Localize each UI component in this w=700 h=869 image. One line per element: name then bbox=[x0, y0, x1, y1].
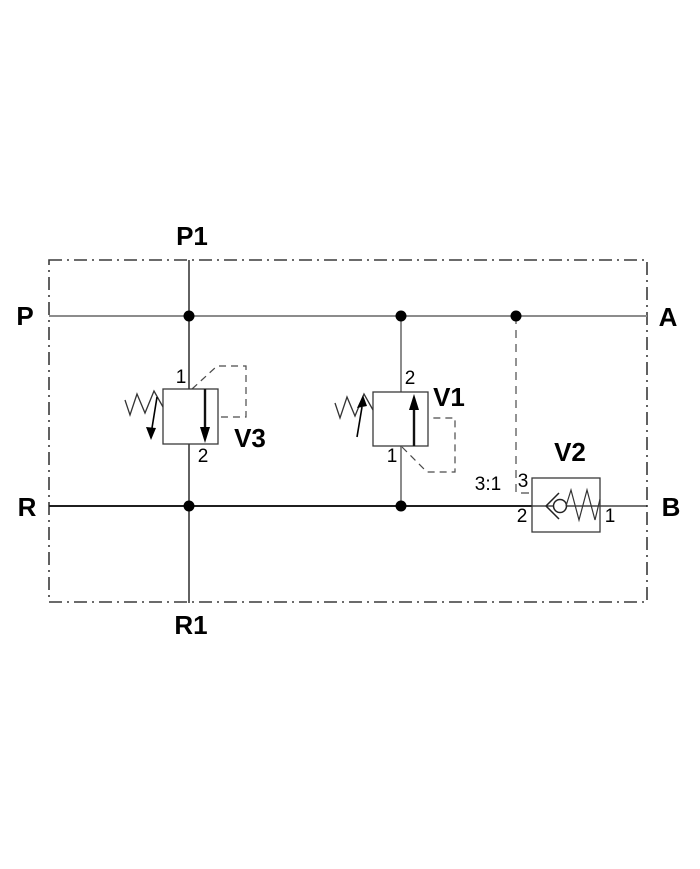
v1-flow-arrow-head-icon bbox=[409, 394, 419, 410]
v3-valve-body bbox=[162, 388, 219, 445]
valve-bodies bbox=[162, 388, 601, 533]
port-label-r1: R1 bbox=[174, 610, 207, 640]
port-labels: P1 P A R B R1 bbox=[16, 221, 680, 640]
junction-dot bbox=[395, 310, 407, 322]
v2-check-valve bbox=[544, 487, 601, 523]
port-label-p: P bbox=[16, 301, 33, 331]
junction-dots bbox=[183, 310, 522, 512]
junction-dot bbox=[510, 310, 522, 322]
v1-port-top-label: 2 bbox=[405, 368, 416, 389]
valve-label-v1: V1 bbox=[433, 382, 465, 412]
v1-relief-valve bbox=[334, 392, 419, 446]
v1-pilot-line bbox=[401, 417, 456, 473]
v2-pilot-line bbox=[515, 316, 531, 494]
port-label-r: R bbox=[18, 492, 37, 522]
v3-pilot-line bbox=[191, 365, 247, 418]
v1-spring-icon bbox=[334, 392, 374, 421]
port-label-b: B bbox=[662, 492, 681, 522]
v3-adjust-arrow-shaft bbox=[151, 396, 158, 429]
v3-flow-arrow-head-icon bbox=[200, 427, 210, 443]
v1-port-bottom-label: 1 bbox=[387, 446, 398, 467]
port-label-p1: P1 bbox=[176, 221, 208, 251]
v3-port-top-label: 1 bbox=[176, 367, 187, 388]
dark-flow-lines bbox=[49, 260, 647, 603]
v1-valve-body bbox=[372, 391, 429, 447]
check-valve-seat-icon bbox=[544, 492, 560, 520]
pilot-lines bbox=[191, 316, 531, 494]
v1-adjust-arrow-shaft bbox=[356, 406, 363, 438]
junction-dot bbox=[183, 500, 195, 512]
v2-port-right-label: 1 bbox=[605, 506, 616, 527]
valve-label-v3: V3 bbox=[234, 423, 266, 453]
v3-spring-icon bbox=[124, 389, 164, 418]
v2-valve-body bbox=[531, 477, 601, 533]
valve-label-v2: V2 bbox=[554, 437, 586, 467]
v3-adjust-arrow-head-icon bbox=[146, 427, 156, 440]
v2-port-left-label: 2 bbox=[517, 506, 528, 527]
v3-port-bottom-label: 2 bbox=[198, 446, 209, 467]
check-valve-ball-icon bbox=[552, 498, 568, 514]
valve-port-numbers: 1 2 2 1 3 2 1 3:1 bbox=[176, 367, 616, 527]
v2-pilot-ratio-label: 3:1 bbox=[475, 474, 501, 495]
check-valve-spring-icon bbox=[565, 487, 601, 523]
v2-pilot-port-label: 3 bbox=[518, 471, 529, 492]
manifold-boundary bbox=[48, 259, 648, 603]
port-label-a: A bbox=[659, 302, 678, 332]
gray-flow-lines bbox=[49, 315, 647, 506]
junction-dot bbox=[183, 310, 195, 322]
v1-adjust-arrow-head-icon bbox=[357, 395, 367, 408]
v3-relief-valve bbox=[124, 389, 210, 443]
valve-labels: V3 V1 V2 bbox=[234, 382, 586, 467]
junction-dot bbox=[395, 500, 407, 512]
